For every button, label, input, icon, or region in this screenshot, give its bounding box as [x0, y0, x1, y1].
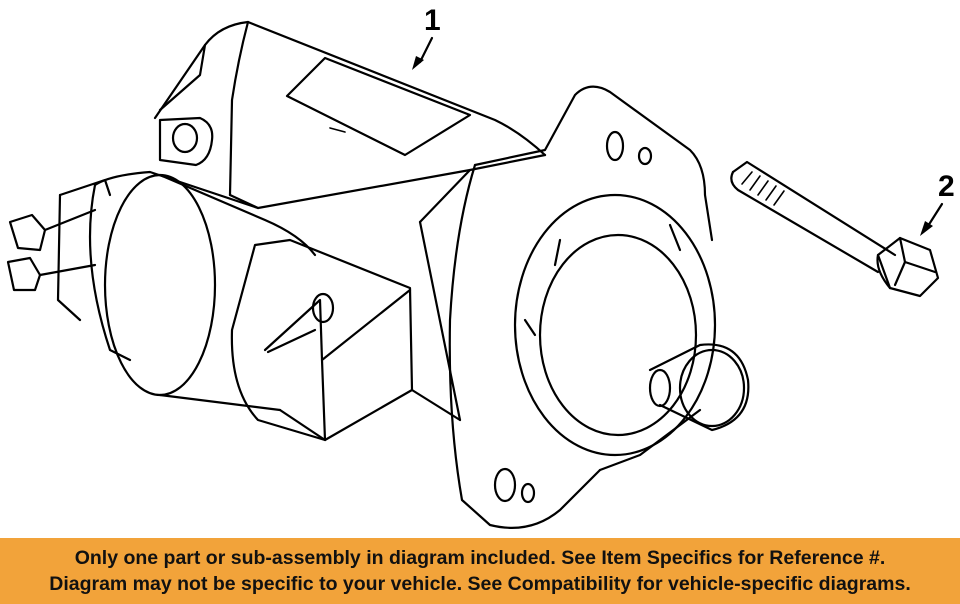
starter-motor-illustration	[6, 20, 750, 529]
disclaimer-line-1: Only one part or sub-assembly in diagram…	[74, 547, 886, 569]
disclaimer-banner: Only one part or sub-assembly in diagram…	[0, 538, 960, 604]
arrow-head-icon	[920, 221, 933, 236]
callout-number-2: 2	[938, 170, 955, 203]
arrow-head-icon	[412, 56, 424, 70]
bolt-illustration	[730, 160, 940, 298]
disclaimer-line-2: Diagram may not be specific to your vehi…	[49, 573, 911, 595]
callout-2: 2	[920, 170, 955, 236]
parts-diagram: 1 2	[6, 4, 955, 529]
callout-number-1: 1	[424, 4, 441, 37]
callout-1: 1	[412, 4, 441, 70]
diagram-drawing: 1 2	[6, 4, 955, 529]
